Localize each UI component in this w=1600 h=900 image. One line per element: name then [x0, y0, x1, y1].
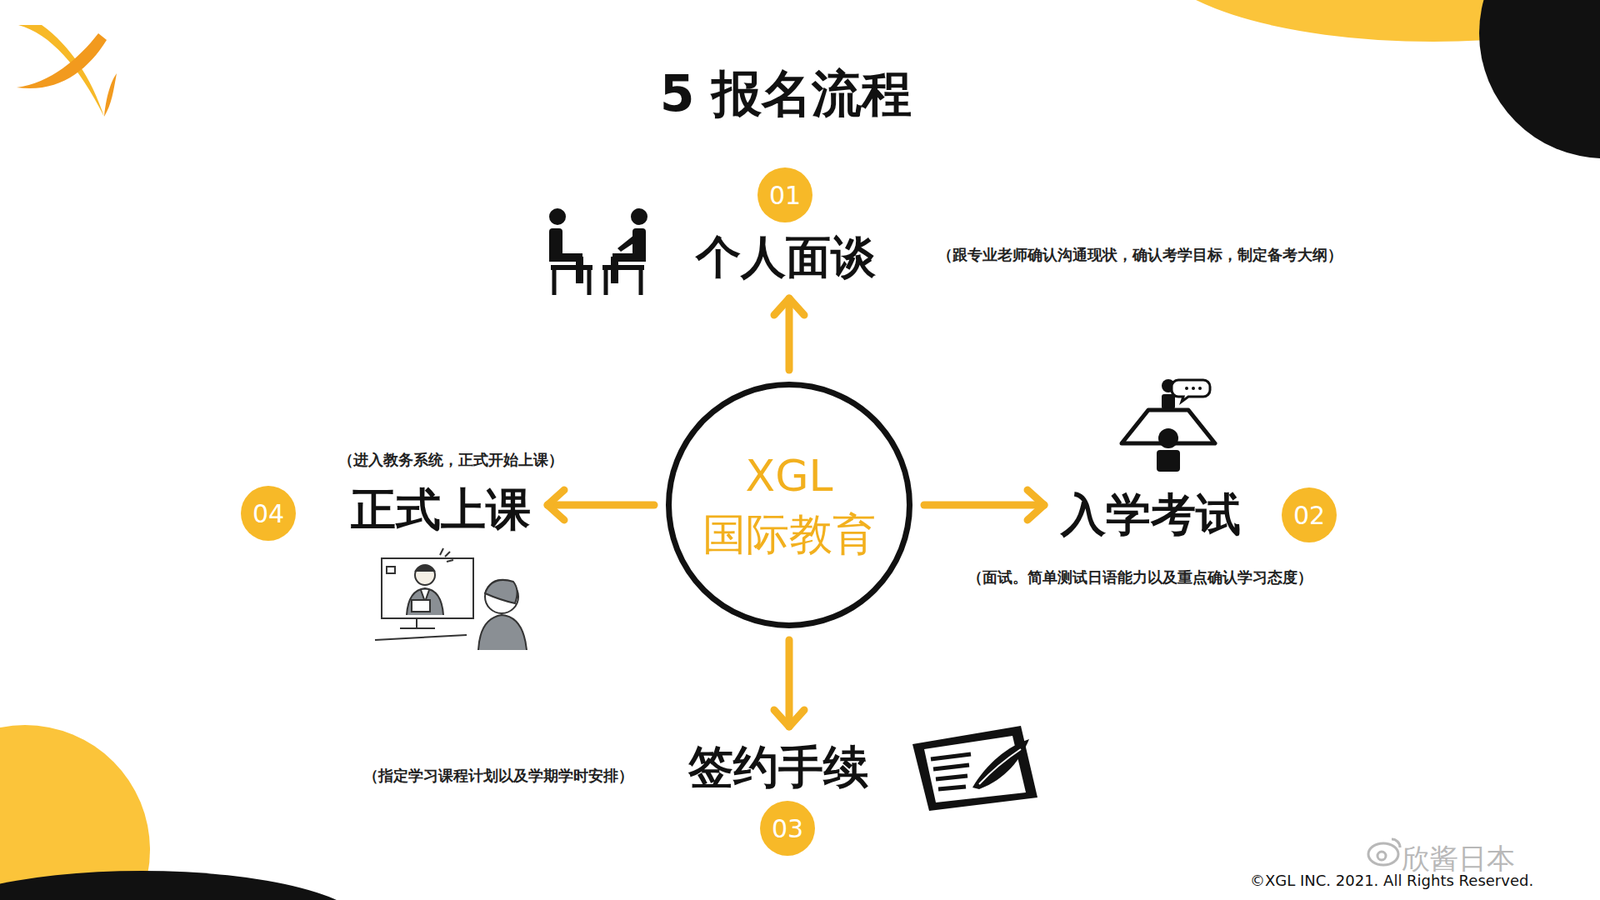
- step-note: （指定学习课程计划以及学期学时安排）: [363, 765, 634, 786]
- arrow-stroke: [774, 298, 805, 315]
- callout-number: 02: [1293, 500, 1325, 530]
- center-text: 国际教育: [702, 505, 876, 564]
- step-note: （面试。简单测试日语能力以及重点确认学习态度）: [967, 567, 1313, 588]
- exam-icon: [1121, 379, 1215, 472]
- interview-icon: [549, 208, 648, 295]
- step-title: 个人面谈: [695, 231, 876, 284]
- step-number-badge: 02: [1281, 487, 1337, 543]
- arrow-stroke: [924, 501, 1045, 510]
- step-title: 入学考试: [1060, 489, 1241, 541]
- contract-icon: [912, 725, 1038, 811]
- arrow-stroke: [774, 710, 805, 727]
- center-text: XGL: [745, 446, 834, 505]
- arrow-stroke: [547, 490, 565, 520]
- flow-arrow: [547, 490, 655, 520]
- arrow-stroke: [785, 640, 794, 727]
- callout-number: 01: [769, 180, 801, 210]
- step-title: 正式上课: [350, 484, 531, 536]
- callout-number: 04: [252, 499, 285, 529]
- step-title: 签约手续: [688, 741, 869, 794]
- corner-blob: [0, 870, 367, 900]
- step-number-badge: 04: [240, 485, 296, 541]
- arrow-stroke: [1027, 490, 1045, 520]
- copyright-note: ©XGL INC. 2021. All Rights Reserved.: [1250, 871, 1534, 890]
- flow-arrow: [774, 298, 805, 370]
- corner-blob: [1479, 0, 1600, 159]
- step-note: （进入教务系统，正式开始上课）: [338, 450, 564, 470]
- step-node: 正式上课（进入教务系统，正式开始上课）: [345, 480, 536, 540]
- watermark-icon: [1368, 839, 1400, 865]
- page-title: 5 报名流程: [660, 60, 913, 129]
- step-node: 入学考试（面试。简单测试日语能力以及重点确认学习态度）: [1055, 485, 1246, 545]
- callout-number: 03: [771, 814, 804, 844]
- step-node: 签约手续（指定学习课程计划以及学期学时安排）: [683, 738, 874, 797]
- arrow-stroke: [547, 501, 655, 510]
- arrow-stroke: [785, 298, 794, 370]
- step-number-badge: 03: [760, 800, 815, 856]
- logo: [16, 25, 117, 117]
- online-class-icon: [375, 548, 527, 650]
- step-node: 个人面谈（跟专业老师确认沟通现状，确认考学目标，制定备考大纲）: [690, 228, 881, 287]
- flow-arrow: [924, 490, 1045, 520]
- flow-arrow: [774, 640, 805, 727]
- step-number-badge: 01: [757, 167, 813, 223]
- center-circle: XGL国际教育: [665, 381, 913, 629]
- step-note: （跟专业老师确认沟通现状，确认考学目标，制定备考大纲）: [937, 245, 1343, 265]
